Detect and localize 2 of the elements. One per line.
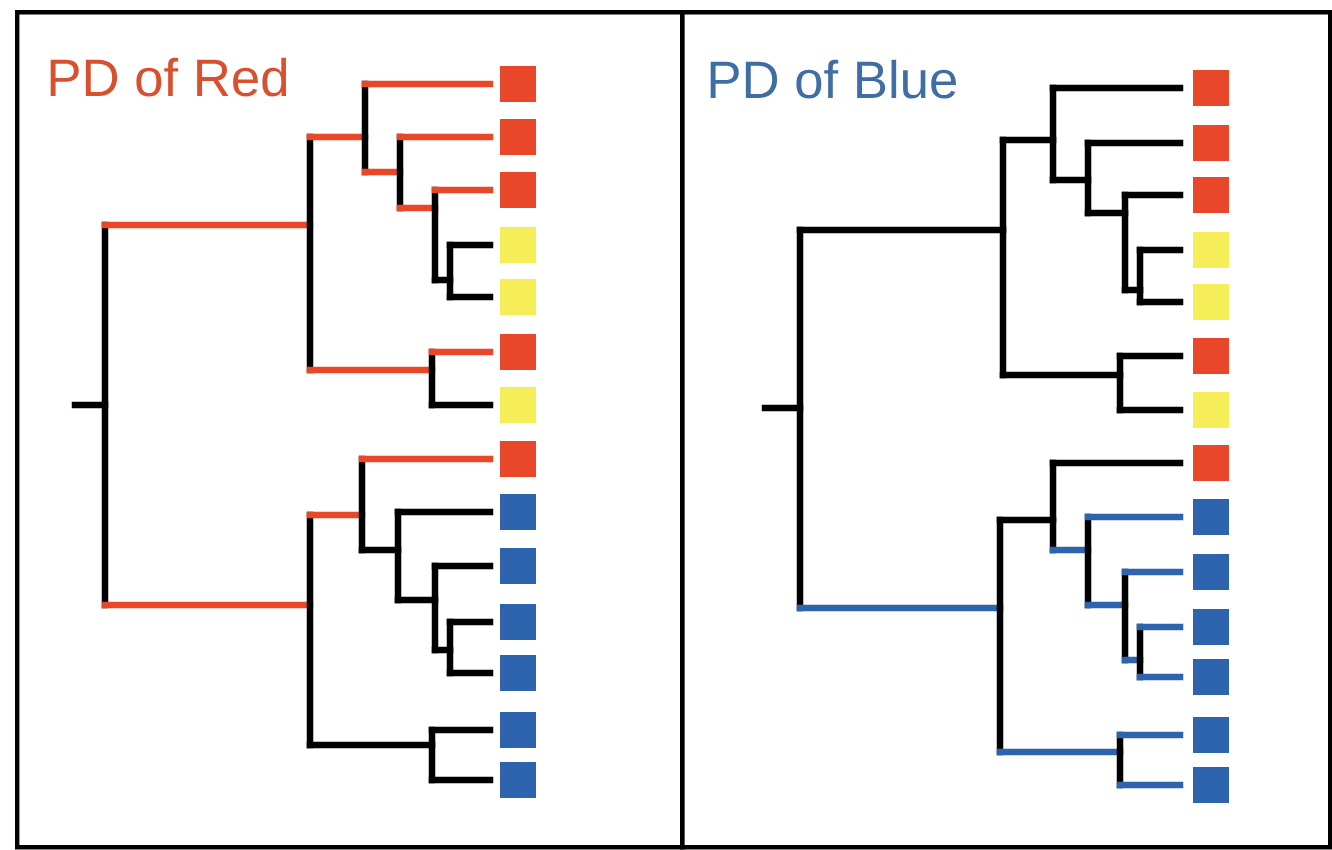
- panel-box: PD of Red: [15, 10, 685, 850]
- panel-box: PD of Blue: [680, 10, 1332, 850]
